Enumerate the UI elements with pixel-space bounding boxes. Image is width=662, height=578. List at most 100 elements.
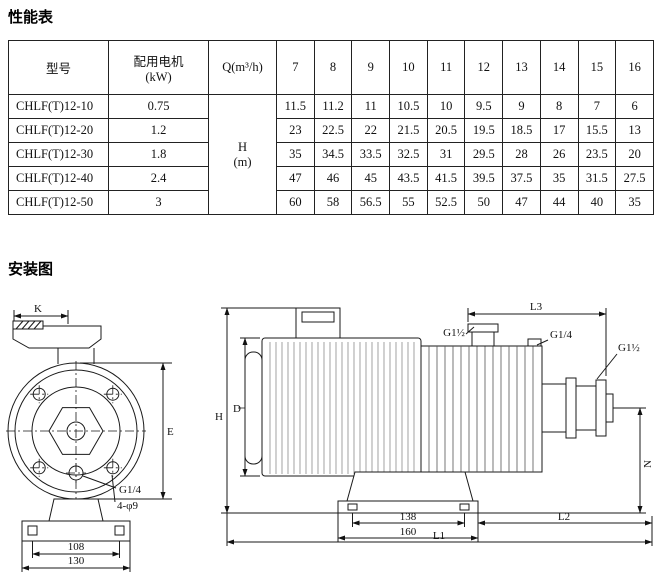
- flow-value-header: 13: [502, 40, 541, 95]
- dim-h-group: [221, 307, 338, 514]
- power-cell: 3: [108, 190, 209, 215]
- installation-heading: 安装图: [8, 261, 54, 278]
- dim-130-label: 130: [68, 555, 85, 567]
- dim-l2-label: L2: [558, 511, 570, 523]
- inlet-port: [465, 323, 499, 347]
- head-value-cell: 39.5: [464, 166, 504, 191]
- head-unit-cell: H(m): [208, 94, 277, 215]
- head-value-cell: 60: [276, 190, 315, 215]
- outlet-port-label: G1½: [618, 342, 640, 354]
- flow-value-header: 12: [464, 40, 504, 95]
- motor-header: 配用电机 (kW): [108, 40, 209, 95]
- head-value-cell: 31: [426, 142, 466, 167]
- head-value-cell: 55: [389, 190, 428, 215]
- head-value-cell: 35: [276, 142, 315, 167]
- head-value-cell: 34.5: [313, 142, 353, 167]
- mounting-bracket: [12, 320, 102, 364]
- head-value-cell: 18.5: [502, 118, 541, 143]
- motor-header-line2: (kW): [145, 69, 172, 84]
- head-value-cell: 22.5: [313, 118, 353, 143]
- head-value-cell: 47: [276, 166, 315, 191]
- outlet-group: [541, 353, 618, 439]
- head-value-cell: 50: [464, 190, 504, 215]
- power-cell: 2.4: [108, 166, 209, 191]
- head-value-cell: 21.5: [389, 118, 428, 143]
- flow-value-header: 8: [313, 40, 353, 95]
- dim-l1-label: L1: [433, 530, 445, 542]
- dim-n-label: N: [642, 460, 654, 468]
- flow-value-header: 16: [615, 40, 654, 95]
- head-value-cell: 46: [313, 166, 353, 191]
- head-value-cell: 58: [313, 190, 353, 215]
- model-cell: CHLF(T)12-30: [8, 142, 109, 167]
- vent-port: [527, 338, 549, 347]
- head-value-cell: 20.5: [426, 118, 466, 143]
- head-value-cell: 32.5: [389, 142, 428, 167]
- head-value-cell: 27.5: [615, 166, 654, 191]
- dim-l3-label: L3: [530, 301, 543, 313]
- bolt-holes: [30, 385, 122, 477]
- head-value-cell: 47: [502, 190, 541, 215]
- head-value-cell: 22: [351, 118, 391, 143]
- flow-value-header: 10: [389, 40, 428, 95]
- head-value-cell: 6: [615, 94, 654, 119]
- flow-header: Q(m³/h): [208, 40, 277, 95]
- flow-value-header: 15: [577, 40, 617, 95]
- head-value-cell: 11: [351, 94, 391, 119]
- power-cell: 1.8: [108, 142, 209, 167]
- head-value-cell: 13: [615, 118, 654, 143]
- head-value-cell: 45: [351, 166, 391, 191]
- drain-port-label: G1/4: [119, 484, 142, 496]
- model-cell: CHLF(T)12-20: [8, 118, 109, 143]
- dim-e-label: E: [167, 426, 174, 438]
- dim-108-label: 108: [68, 541, 85, 553]
- head-value-cell: 31.5: [577, 166, 617, 191]
- dim-138-group: [352, 513, 465, 527]
- head-value-cell: 40: [577, 190, 617, 215]
- head-value-cell: 9.5: [464, 94, 504, 119]
- dim-130-group: [21, 541, 131, 572]
- motor-header-line1: 配用电机: [133, 54, 184, 69]
- drain-port: [66, 463, 117, 489]
- inlet-port-label: G1½: [443, 327, 465, 339]
- dim-h-label: H: [215, 411, 223, 423]
- head-value-cell: 28: [502, 142, 541, 167]
- model-cell: CHLF(T)12-40: [8, 166, 109, 191]
- head-value-cell: 35: [615, 190, 654, 215]
- dim-d-label: D: [233, 403, 241, 415]
- head-value-cell: 44: [539, 190, 579, 215]
- model-cell: CHLF(T)12-50: [8, 190, 109, 215]
- flow-value-header: 7: [276, 40, 315, 95]
- flow-value-header: 9: [351, 40, 391, 95]
- model-cell: CHLF(T)12-10: [8, 94, 109, 119]
- bolt-holes-label: 4-φ9: [117, 500, 139, 512]
- head-value-cell: 37.5: [502, 166, 541, 191]
- head-value-cell: 10: [426, 94, 466, 119]
- front-base: [21, 498, 131, 542]
- head-value-cell: 10.5: [389, 94, 428, 119]
- head-value-cell: 52.5: [426, 190, 466, 215]
- side-view-drawing: H D L3 G1½ G1/4 G1½ N 138 160 L2 L1: [215, 301, 654, 546]
- side-base: [337, 471, 479, 514]
- terminal-box: [295, 307, 341, 339]
- dim-n-group: [478, 407, 646, 514]
- dim-d-group: [240, 337, 260, 477]
- head-value-cell: 20: [615, 142, 654, 167]
- dim-138-label: 138: [400, 511, 417, 523]
- head-value-cell: 23.5: [577, 142, 617, 167]
- performance-heading: 性能表: [8, 9, 54, 26]
- flow-value-header: 11: [426, 40, 466, 95]
- head-value-cell: 9: [502, 94, 541, 119]
- head-value-cell: 15.5: [577, 118, 617, 143]
- pump-stage-group: [420, 345, 543, 473]
- head-value-cell: 7: [577, 94, 617, 119]
- dim-160-group: [337, 513, 479, 542]
- head-value-cell: 19.5: [464, 118, 504, 143]
